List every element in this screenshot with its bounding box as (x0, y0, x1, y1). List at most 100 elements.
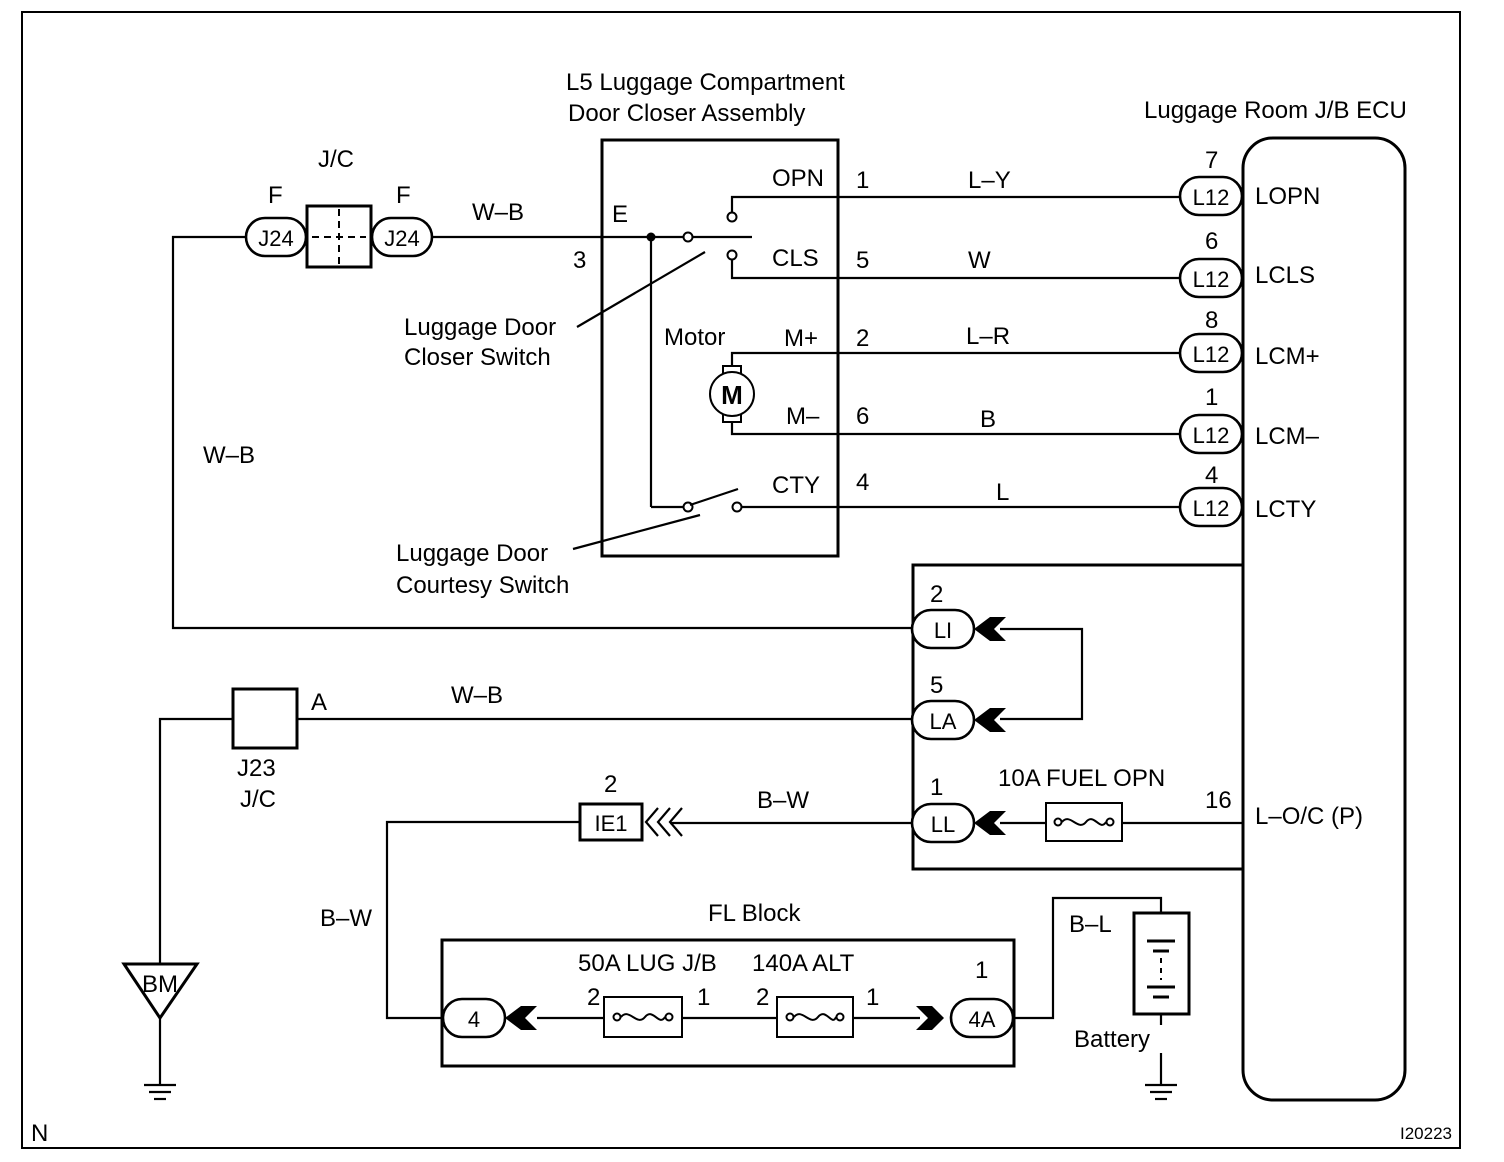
battery: B–L Battery (1013, 896, 1191, 1101)
ecu-pin-4: 4 (1205, 462, 1218, 489)
pin-label-cls: CLS (772, 245, 819, 272)
fl-connector-4a-label: 4A (969, 1007, 996, 1032)
jc-left-letter: F (268, 182, 283, 209)
ie1-pin: 2 (604, 771, 617, 798)
pin-label-mplus: M+ (784, 325, 818, 352)
wires-l5-to-ecu: L–Y W L–R B L (838, 167, 1180, 509)
connector-l12-label: L12 (1193, 185, 1230, 210)
junction-connector-j24: J/C F F J24 J24 W–B W–B (171, 146, 912, 630)
terminal-e-pin: 3 (573, 247, 586, 274)
connector-l12-label: L12 (1193, 496, 1230, 521)
courtesy-switch-label-line2: Courtesy Switch (396, 572, 569, 599)
connector-li-label: LI (934, 618, 952, 643)
motor-symbol: M (721, 380, 743, 410)
l5-title-line2: Door Closer Assembly (568, 100, 805, 127)
wire-color-b: B (980, 406, 996, 433)
fuse-fuel-opn-label: 10A FUEL OPN (998, 765, 1165, 792)
opn-contact (726, 211, 738, 223)
jc-top-label: J/C (318, 146, 354, 173)
fuse1-pin-left: 2 (587, 984, 600, 1011)
connector-arrow (974, 617, 1006, 641)
diagram-frame (21, 11, 1461, 1149)
fuse2-pin-left: 2 (756, 984, 769, 1011)
connector-arrow (974, 708, 1006, 732)
l5-closer-assembly: L5 Luggage Compartment Door Closer Assem… (396, 69, 869, 599)
pin-label-cty: CTY (772, 472, 820, 499)
closer-switch-label-line1: Luggage Door (404, 314, 556, 341)
fl-block-title: FL Block (708, 900, 801, 927)
courtesy-contact (731, 501, 743, 513)
la-pin: 5 (930, 672, 943, 699)
connector-arrow (505, 1006, 537, 1030)
wire-color-w: W (968, 247, 991, 274)
wire-color-l: L (996, 479, 1009, 506)
jc-right-letter: F (396, 182, 411, 209)
terminal-e-label: E (612, 201, 628, 228)
wire-color-wb-top: W–B (472, 199, 524, 226)
fl-connector-4a-pin: 1 (975, 957, 988, 984)
wire-color-ly: L–Y (968, 167, 1011, 194)
connector-l12-label: L12 (1193, 267, 1230, 292)
connector-ie1: IE1 2 B–W B–W (320, 771, 912, 1020)
ecu-connector-lcmplus: L12 8 LCM+ (1178, 307, 1320, 374)
terminal-lcty: LCTY (1255, 496, 1316, 523)
terminal-lcls: LCLS (1255, 262, 1315, 289)
wire-color-wb-j23: W–B (451, 682, 503, 709)
ecu-pin-1: 1 (1205, 384, 1218, 411)
ecu-connector-lcmminus: L12 1 LCM– (1178, 384, 1320, 455)
connector-la-label: LA (930, 709, 957, 734)
terminal-lcmplus: LCM+ (1255, 343, 1320, 370)
fl-connector-4-label: 4 (468, 1007, 480, 1032)
ground-bm-label: BM (142, 971, 178, 998)
ecu-pin-7: 7 (1205, 147, 1218, 174)
j23-label-line2: J/C (240, 786, 276, 813)
figure-code: I20223 (1400, 1124, 1452, 1143)
motor-icon (709, 371, 755, 417)
ecu-pin-8: 8 (1205, 307, 1218, 334)
pin-number-opn: 1 (856, 167, 869, 194)
terminal-lo-c-p: L–O/C (P) (1255, 803, 1363, 830)
li-la-jumper (1000, 627, 1084, 721)
wire-color-lr: L–R (966, 323, 1010, 350)
j23-label-line1: J23 (237, 755, 276, 782)
ecu-connector-lopn: L12 7 LOPN (1178, 147, 1320, 217)
pin-label-mminus: M– (786, 403, 820, 430)
luggage-room-jb-ecu: Luggage Room J/B ECU L12 7 LOPN L12 6 LC… (910, 97, 1407, 1102)
ecu-connector-lcty: L12 4 LCTY (1178, 462, 1316, 528)
ecu-pin-6: 6 (1205, 228, 1218, 255)
ecu-title: Luggage Room J/B ECU (1144, 97, 1407, 124)
ie1-label: IE1 (594, 811, 627, 836)
pin-number-mminus: 6 (856, 403, 869, 430)
inner-connector-ll: LL 1 (910, 774, 1006, 844)
connector-l12-label: L12 (1193, 423, 1230, 448)
wire-color-bw: B–W (757, 787, 809, 814)
pin-number-cls: 5 (856, 247, 869, 274)
connector-arrow (974, 811, 1006, 835)
cls-contact (726, 249, 738, 261)
terminal-lopn: LOPN (1255, 183, 1320, 210)
connector-l12-label: L12 (1193, 342, 1230, 367)
fuse-lug-jb-label: 50A LUG J/B (578, 950, 717, 977)
terminal-lcmminus: LCM– (1255, 423, 1320, 450)
closer-switch-label-line2: Closer Switch (404, 344, 551, 371)
wire-color-bw-vertical: B–W (320, 905, 372, 932)
fl-block: FL Block 50A LUG J/B 140A ALT 4 2 1 2 1 … (440, 900, 1016, 1068)
pin-number-cty: 4 (856, 469, 869, 496)
fuse2-pin-right: 1 (866, 984, 879, 1011)
l5-title-line1: L5 Luggage Compartment (566, 69, 845, 96)
wb-ground-loop (171, 235, 912, 630)
courtesy-switch-label-line1: Luggage Door (396, 540, 548, 567)
ecu-connector-lcls: L12 6 LCLS (1178, 228, 1315, 299)
j24-left-label: J24 (258, 226, 293, 251)
motor-label: Motor (664, 324, 725, 351)
j24-right-label: J24 (384, 226, 419, 251)
connector-ll-label: LL (931, 812, 955, 837)
li-pin: 2 (930, 581, 943, 608)
wire-color-wb-vertical: W–B (203, 442, 255, 469)
wire-color-bl: B–L (1069, 911, 1112, 938)
pin-number-mplus: 2 (856, 325, 869, 352)
pin-label-opn: OPN (772, 165, 824, 192)
ground-bm: BM (121, 962, 200, 1101)
footer-left-code: N (31, 1120, 48, 1147)
